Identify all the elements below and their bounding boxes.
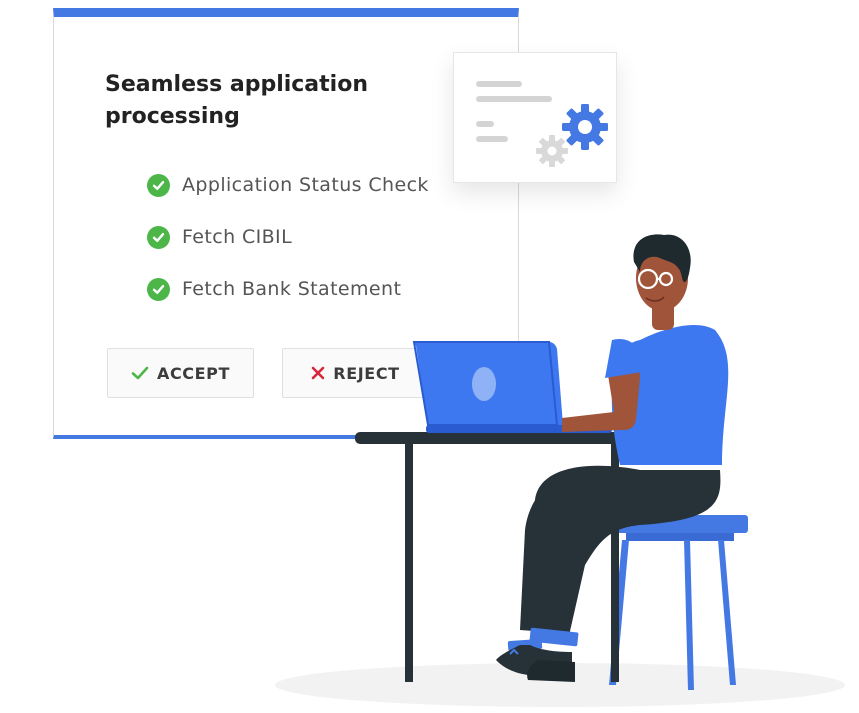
accept-button[interactable]: ACCEPT [107,348,254,398]
settings-illustration [476,81,608,167]
glasses [637,268,674,290]
hair [633,234,691,283]
check-circle-icon [147,173,170,197]
x-icon [311,366,325,380]
checklist-item-label: Application Status Check [182,174,429,196]
checklist-item: Fetch Bank Statement [147,277,429,301]
reject-button[interactable]: REJECT [282,348,429,398]
checkmark-icon [131,366,149,380]
card-title: Seamless application processing [105,72,368,129]
reject-button-label: REJECT [333,363,400,383]
checklist: Application Status Check Fetch CIBIL Fet… [147,173,429,329]
accept-button-label: ACCEPT [156,363,231,383]
checklist-item-label: Fetch Bank Statement [182,278,402,300]
check-circle-icon [147,277,170,301]
checklist-item: Application Status Check [147,173,429,197]
floor-shadow [275,663,845,707]
laptop-logo [472,367,496,401]
check-circle-icon [147,225,170,249]
checklist-item-label: Fetch CIBIL [182,226,293,248]
table [355,432,673,682]
application-card: Seamless application processing Applicat… [53,8,519,439]
settings-card [453,52,617,183]
gear-icon [562,104,608,150]
gear-icon [536,135,568,167]
shoe [527,660,575,682]
checklist-item: Fetch CIBIL [147,225,429,249]
front-leg [532,465,721,640]
